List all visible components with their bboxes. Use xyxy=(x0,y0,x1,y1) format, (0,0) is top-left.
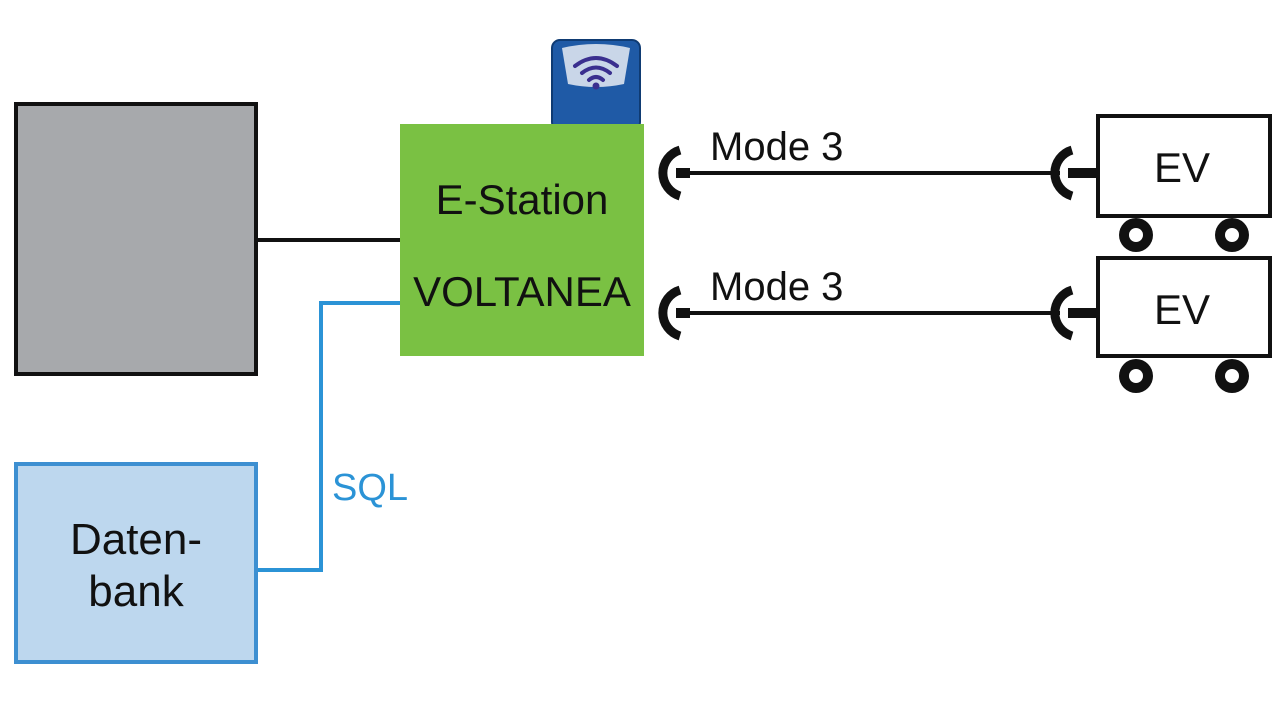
mode3-label-bottom: Mode 3 xyxy=(710,265,843,309)
database-label-line2: bank xyxy=(88,567,184,616)
station-box xyxy=(400,124,644,356)
sql-link xyxy=(258,301,400,572)
sql-label: SQL xyxy=(332,467,408,509)
mode3-label-top: Mode 3 xyxy=(710,125,843,169)
plug-icon xyxy=(658,145,690,201)
ev-vehicle xyxy=(1096,256,1272,393)
station-label-line1: E-Station xyxy=(436,176,609,223)
plug-icon xyxy=(658,285,690,341)
database-box xyxy=(14,462,258,664)
plug-icon xyxy=(1050,145,1098,201)
station-label-line2: VOLTANEA xyxy=(413,268,631,315)
wheel-icon xyxy=(1119,359,1153,393)
ev-vehicle xyxy=(1096,114,1272,252)
database-label-line1: Daten- xyxy=(70,515,202,564)
ev-label: EV xyxy=(1154,286,1210,333)
wheel-icon xyxy=(1215,218,1249,252)
wifi-icon xyxy=(551,39,641,131)
wheel-icon xyxy=(1215,359,1249,393)
ev-label: EV xyxy=(1154,144,1210,191)
plug-icon xyxy=(1050,285,1098,341)
server-box xyxy=(14,102,258,376)
wheel-icon xyxy=(1119,218,1153,252)
